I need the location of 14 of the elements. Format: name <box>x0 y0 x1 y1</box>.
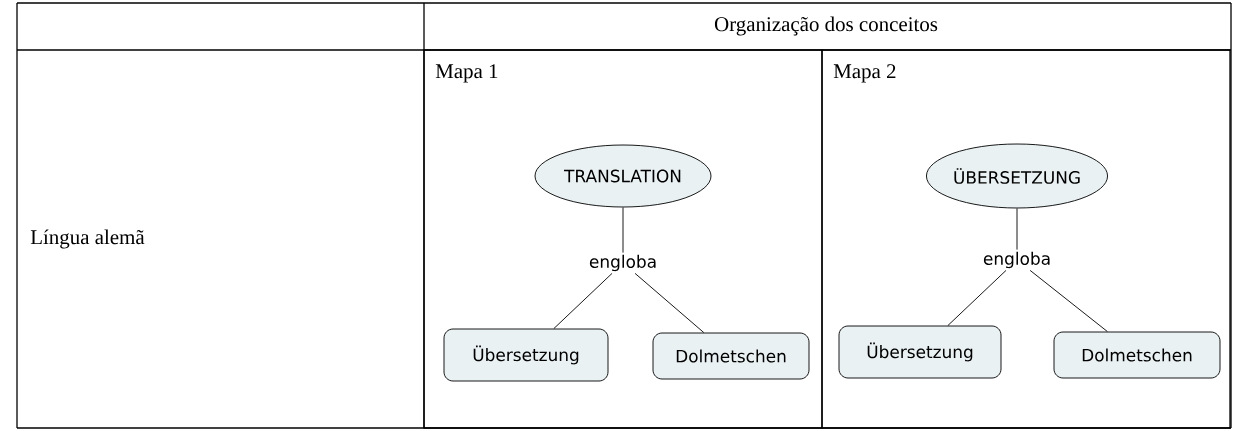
table-cell-text: Organização dos conceitos <box>714 16 938 36</box>
connector-line <box>634 272 705 333</box>
linking-phrase: engloba <box>589 254 656 272</box>
connector-line <box>622 207 624 254</box>
concept-box: Dolmetschen <box>1053 331 1221 379</box>
table-cell-text: Língua alemã <box>30 229 145 249</box>
concept-box: Übersetzung <box>838 325 1002 379</box>
linking-phrase: engloba <box>983 251 1050 269</box>
concept-box: Übersetzung <box>443 328 609 382</box>
concept-box: Dolmetschen <box>652 332 810 380</box>
connector-line <box>1016 208 1018 251</box>
connector-line <box>553 272 613 329</box>
connector-line <box>1029 269 1108 332</box>
connector-line <box>947 269 1007 326</box>
